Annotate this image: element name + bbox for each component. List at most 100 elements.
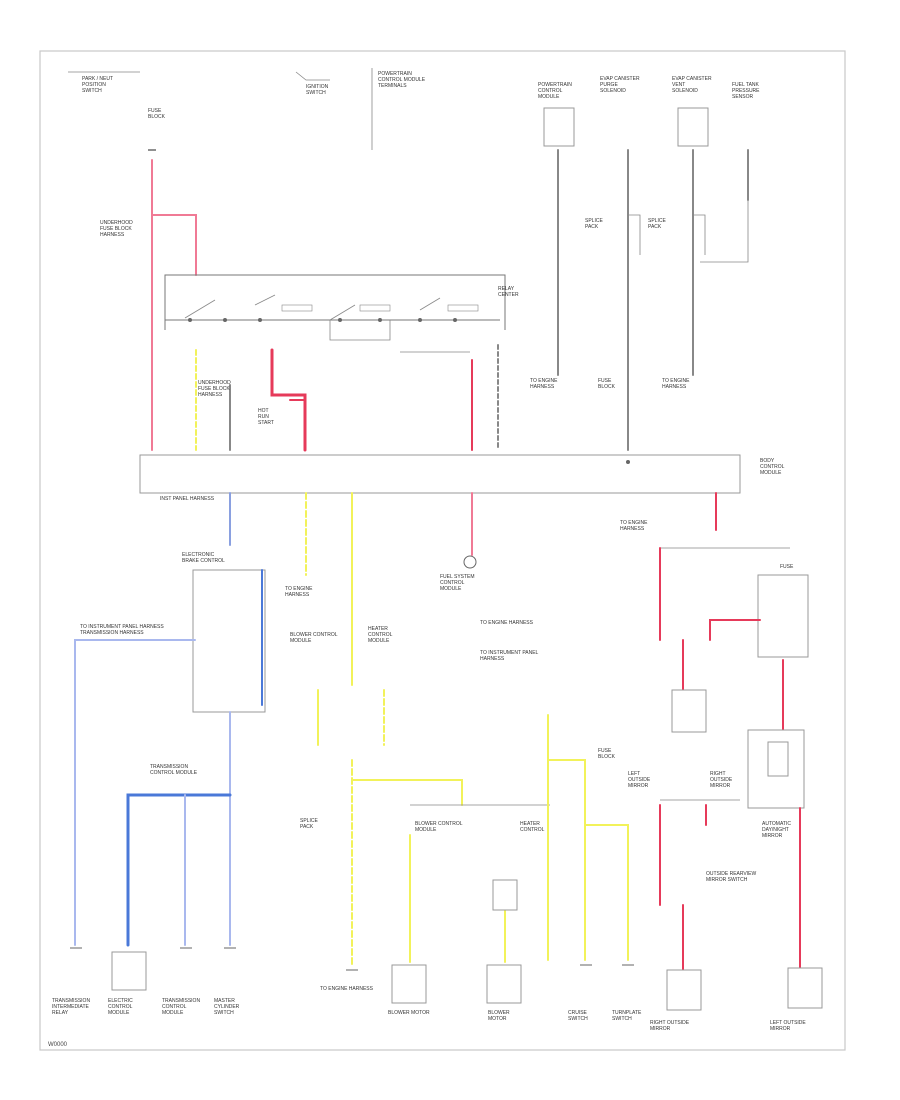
svg-text:ELECTRIC: ELECTRIC [108, 998, 133, 1004]
svg-text:ELECTRONIC: ELECTRONIC [182, 552, 215, 558]
svg-text:AUTOMATIC: AUTOMATIC [762, 821, 791, 827]
svg-text:MIRROR: MIRROR [628, 783, 649, 789]
svg-text:MIRROR: MIRROR [650, 1026, 671, 1032]
svg-text:TO ENGINE: TO ENGINE [620, 520, 648, 526]
svg-text:MODULE: MODULE [440, 586, 462, 592]
svg-text:SOLENOID: SOLENOID [672, 88, 698, 94]
svg-text:RIGHT OUTSIDE: RIGHT OUTSIDE [650, 1020, 690, 1026]
svg-text:CONTROL: CONTROL [368, 632, 393, 638]
svg-text:BLOWER CONTROL: BLOWER CONTROL [290, 632, 338, 638]
svg-text:OUTSIDE: OUTSIDE [628, 777, 651, 783]
svg-text:TO ENGINE HARNESS: TO ENGINE HARNESS [320, 986, 374, 992]
svg-text:HARNESS: HARNESS [285, 592, 310, 598]
svg-text:PARK / NEUT: PARK / NEUT [82, 76, 113, 82]
svg-text:TRANSMISSION HARNESS: TRANSMISSION HARNESS [80, 630, 144, 636]
svg-text:MODULE: MODULE [108, 1010, 130, 1016]
svg-text:EVAP CANISTER: EVAP CANISTER [672, 76, 712, 82]
svg-text:SPLICE: SPLICE [585, 218, 603, 224]
svg-text:HEATER: HEATER [520, 821, 540, 827]
harness-bar: INST PANEL HARNESS BODY CONTROL MODULE [139, 454, 785, 502]
svg-text:TRANSMISSION: TRANSMISSION [150, 764, 188, 770]
svg-text:CONTROL MODULE: CONTROL MODULE [378, 77, 426, 83]
svg-text:HEATER: HEATER [368, 626, 388, 632]
center-yellow-wiring: TO ENGINE HARNESS BLOWER CONTROL MODULE … [285, 492, 539, 746]
svg-text:MIRROR: MIRROR [710, 783, 731, 789]
svg-text:RIGHT: RIGHT [710, 771, 726, 777]
svg-text:CYLINDER: CYLINDER [214, 1004, 240, 1010]
svg-text:FUSE BLOCK: FUSE BLOCK [100, 226, 132, 232]
svg-text:PACK: PACK [648, 224, 662, 230]
svg-text:RELAY: RELAY [498, 286, 515, 292]
svg-text:MODULE: MODULE [760, 470, 782, 476]
svg-text:POSITION: POSITION [82, 82, 106, 88]
svg-text:CRUISE: CRUISE [568, 1010, 588, 1016]
right-side-wiring: TO ENGINE HARNESS FUSE LEFT OUTSIDE MIRR… [620, 492, 823, 1032]
svg-text:SWITCH: SWITCH [306, 90, 326, 96]
svg-text:CONTROL: CONTROL [760, 464, 785, 470]
relay-block: RELAY CENTER [164, 274, 519, 353]
svg-text:TO ENGINE: TO ENGINE [285, 586, 313, 592]
svg-text:BLOCK: BLOCK [148, 114, 166, 120]
svg-text:HARNESS: HARNESS [662, 384, 687, 390]
svg-text:TO ENGINE: TO ENGINE [662, 378, 690, 384]
svg-text:SENSOR: SENSOR [732, 94, 754, 100]
svg-text:BLOWER MOTOR: BLOWER MOTOR [388, 1010, 430, 1016]
svg-text:LEFT: LEFT [628, 771, 640, 777]
tcm-box [111, 951, 147, 991]
svg-text:BLOCK: BLOCK [598, 754, 616, 760]
svg-text:CONTROL: CONTROL [108, 1004, 133, 1010]
svg-text:HOT: HOT [258, 408, 269, 414]
svg-text:HARNESS: HARNESS [198, 392, 223, 398]
lower-center-distribution: SPLICE PACK BLOWER CONTROL MODULE HEATER… [300, 714, 642, 1022]
svg-text:PRESSURE: PRESSURE [732, 88, 760, 94]
svg-text:FUSE: FUSE [780, 564, 794, 570]
svg-text:CONTROL: CONTROL [538, 88, 563, 94]
svg-text:POWERTRAIN: POWERTRAIN [538, 82, 572, 88]
svg-text:FUSE: FUSE [598, 748, 612, 754]
svg-text:PACK: PACK [585, 224, 599, 230]
svg-text:VENT: VENT [672, 82, 685, 88]
svg-text:START: START [258, 420, 274, 426]
svg-text:CONTROL: CONTROL [440, 580, 465, 586]
blower-box [391, 964, 427, 1004]
svg-text:CONTROL: CONTROL [162, 1004, 187, 1010]
svg-text:OUTSIDE REARVIEW: OUTSIDE REARVIEW [706, 871, 756, 877]
svg-text:FUSE BLOCK: FUSE BLOCK [198, 386, 230, 392]
relay-box-right [757, 574, 809, 658]
svg-text:PURGE: PURGE [600, 82, 618, 88]
sensor-box-1 [543, 107, 575, 147]
svg-text:BRAKE CONTROL: BRAKE CONTROL [182, 558, 225, 564]
svg-text:MODULE: MODULE [368, 638, 390, 644]
svg-text:TO ENGINE: TO ENGINE [530, 378, 558, 384]
svg-text:MIRROR SWITCH: MIRROR SWITCH [706, 877, 748, 883]
right-box-2 [787, 967, 823, 1009]
svg-text:MIRROR: MIRROR [762, 833, 783, 839]
svg-text:TO INSTRUMENT PANEL HARNESS: TO INSTRUMENT PANEL HARNESS [80, 624, 164, 630]
svg-text:FUSE: FUSE [598, 378, 612, 384]
svg-text:EVAP CANISTER: EVAP CANISTER [600, 76, 640, 82]
lower-left-wiring: ELECTRONIC BRAKE CONTROL TO INSTRUMENT P… [52, 492, 266, 1016]
svg-text:FUEL SYSTEM: FUEL SYSTEM [440, 574, 475, 580]
svg-text:TURNPLATE: TURNPLATE [612, 1010, 642, 1016]
svg-text:UNDERHOOD: UNDERHOOD [100, 220, 133, 226]
svg-text:CONTROL: CONTROL [520, 827, 545, 833]
right-box-1 [666, 969, 702, 1011]
svg-text:TO INSTRUMENT PANEL: TO INSTRUMENT PANEL [480, 650, 539, 656]
svg-text:FUEL TANK: FUEL TANK [732, 82, 760, 88]
top-left-switches: PARK / NEUT POSITION SWITCH FUSE BLOCK I… [68, 68, 426, 150]
svg-text:RELAY: RELAY [52, 1010, 69, 1016]
svg-text:BLOCK: BLOCK [598, 384, 616, 390]
svg-text:BLOWER CONTROL: BLOWER CONTROL [415, 821, 463, 827]
svg-text:UNDERHOOD: UNDERHOOD [198, 380, 231, 386]
diagram-code: W0000 [48, 1042, 68, 1048]
svg-text:BLOWER: BLOWER [488, 1010, 510, 1016]
main-feed-red: UNDERHOOD FUSE BLOCK HARNESS [100, 149, 197, 451]
module-box-left [192, 569, 266, 713]
svg-text:IGNITION: IGNITION [306, 84, 329, 90]
svg-text:HARNESS: HARNESS [100, 232, 125, 238]
svg-text:SPLICE: SPLICE [300, 818, 318, 824]
svg-text:MIRROR: MIRROR [770, 1026, 791, 1032]
svg-text:MODULE: MODULE [538, 94, 560, 100]
svg-text:INTERMEDIATE: INTERMEDIATE [52, 1004, 90, 1010]
